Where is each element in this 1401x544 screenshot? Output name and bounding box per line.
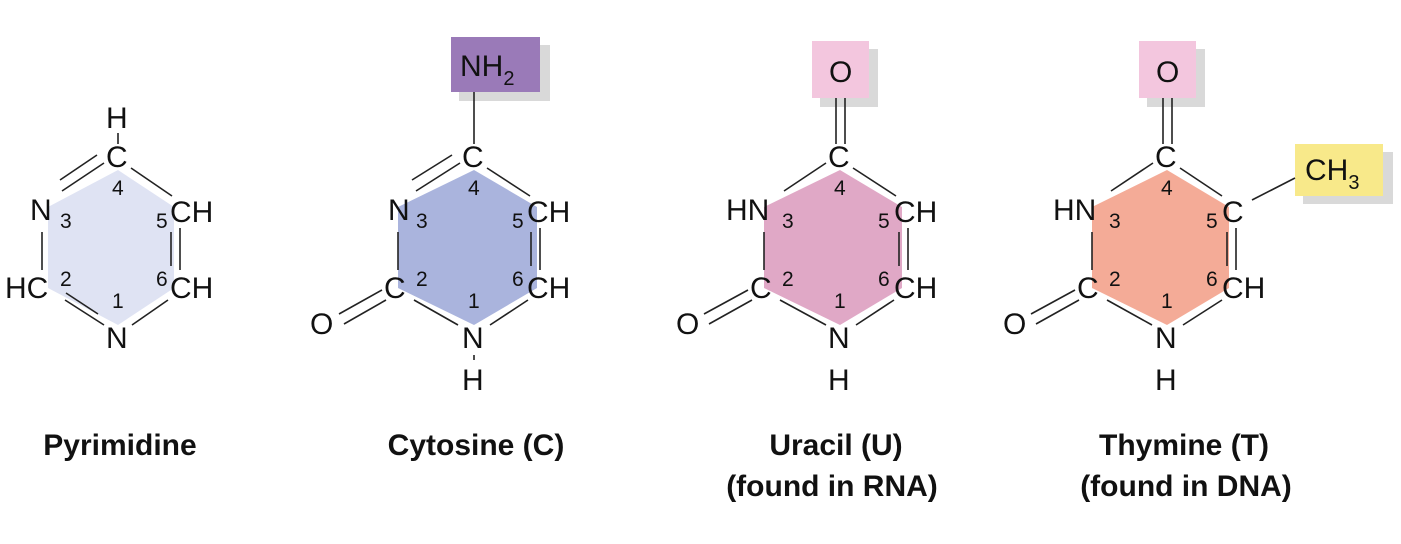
thymine-num-1: 1 xyxy=(1161,290,1173,313)
thymine-ring-fill xyxy=(1092,170,1229,325)
molecule-uracil: O C 4 HN 3 5 CH C 2 6 CH 1 N H O Uracil … xyxy=(676,41,938,503)
uracil-num-1: 1 xyxy=(834,290,846,313)
cytosine-atom-3: N xyxy=(388,194,410,227)
pyrimidine-num-5: 5 xyxy=(156,210,168,233)
pyrimidine-ring-fill xyxy=(48,170,174,325)
cytosine-num-4: 4 xyxy=(468,177,480,200)
uracil-top-oxygen: O xyxy=(829,56,852,89)
uracil-num-2: 2 xyxy=(782,268,794,291)
uracil-caption-line1: Uracil (U) xyxy=(769,429,902,462)
cytosine-atom-1: N xyxy=(462,322,484,355)
pyrimidine-atom-4: C xyxy=(106,141,128,174)
uracil-atom-6: CH xyxy=(894,272,937,305)
thymine-num-3: 3 xyxy=(1109,210,1121,233)
thymine-atom-3: HN xyxy=(1053,194,1096,227)
pyrimidine-atom-6: CH xyxy=(170,272,213,305)
thymine-atom-6: CH xyxy=(1222,272,1265,305)
cytosine-oxygen: O xyxy=(310,308,333,341)
pyrimidine-atom-1: N xyxy=(106,322,128,355)
cytosine-caption: Cytosine (C) xyxy=(388,429,565,462)
uracil-caption-line2: (found in RNA) xyxy=(726,470,938,503)
cytosine-num-6: 6 xyxy=(512,268,524,291)
pyrimidine-caption: Pyrimidine xyxy=(43,429,196,462)
uracil-num-5: 5 xyxy=(878,210,890,233)
uracil-oxygen: O xyxy=(676,308,699,341)
uracil-atom-4: C xyxy=(828,141,850,174)
cytosine-atom-6: CH xyxy=(527,272,570,305)
pyrimidine-num-1: 1 xyxy=(112,290,124,313)
uracil-atom-3: HN xyxy=(726,194,769,227)
uracil-ring-fill xyxy=(764,170,902,325)
pyrimidine-atom-3: N xyxy=(30,194,52,227)
thymine-methyl-box xyxy=(1295,144,1383,196)
cytosine-atom-4: C xyxy=(462,141,484,174)
pyrimidine-num-6: 6 xyxy=(156,268,168,291)
cytosine-atom-2: C xyxy=(384,272,406,305)
cytosine-amino-label: NH2 xyxy=(460,50,514,90)
cytosine-num-5: 5 xyxy=(512,210,524,233)
pyrimidine-atom-5: CH xyxy=(170,196,213,229)
uracil-atom-2: C xyxy=(750,272,772,305)
cytosine-amino-group-box xyxy=(451,37,540,92)
thymine-num-6: 6 xyxy=(1206,268,1218,291)
uracil-num-3: 3 xyxy=(782,210,794,233)
molecule-thymine: O CH3 C 4 HN 3 5 C C 2 6 CH 1 N H O Thym… xyxy=(1003,41,1393,503)
thymine-caption-line2: (found in DNA) xyxy=(1080,470,1292,503)
thymine-atom-2: C xyxy=(1077,272,1099,305)
thymine-bottom-h: H xyxy=(1155,364,1177,397)
cytosine-atom-5: CH xyxy=(527,196,570,229)
uracil-num-4: 4 xyxy=(834,177,846,200)
thymine-oxygen: O xyxy=(1003,308,1026,341)
thymine-num-2: 2 xyxy=(1109,268,1121,291)
pyrimidine-num-2: 2 xyxy=(60,268,72,291)
cytosine-num-1: 1 xyxy=(468,290,480,313)
pyrimidine-atom-2: HC xyxy=(5,272,48,305)
cytosine-bottom-h: H xyxy=(462,364,484,397)
thymine-num-4: 4 xyxy=(1161,177,1173,200)
pyrimidine-top-h: H xyxy=(106,102,128,135)
molecule-pyrimidine: H C 4 N 3 5 CH HC 2 6 CH 1 N Pyrimidine xyxy=(5,102,213,462)
thymine-caption-line1: Thymine (T) xyxy=(1099,429,1269,462)
uracil-oxygen-box xyxy=(812,41,869,98)
thymine-atom-4: C xyxy=(1155,141,1177,174)
thymine-atom-1: N xyxy=(1155,322,1177,355)
uracil-num-6: 6 xyxy=(878,268,890,291)
thymine-methyl-label: CH3 xyxy=(1305,154,1359,194)
cytosine-ring-fill xyxy=(398,170,537,325)
thymine-top-oxygen: O xyxy=(1156,56,1179,89)
thymine-num-5: 5 xyxy=(1206,210,1218,233)
uracil-atom-1: N xyxy=(828,322,850,355)
cytosine-num-3: 3 xyxy=(416,210,428,233)
thymine-atom-5: C xyxy=(1222,196,1244,229)
uracil-bottom-h: H xyxy=(828,364,850,397)
thymine-oxygen-box xyxy=(1139,41,1196,98)
cytosine-num-2: 2 xyxy=(416,268,428,291)
molecule-cytosine: NH2 C 4 N 3 5 CH C 2 6 CH 1 N H O Cytosi… xyxy=(310,37,570,462)
pyrimidine-num-4: 4 xyxy=(112,177,124,200)
uracil-atom-5: CH xyxy=(894,196,937,229)
pyrimidine-num-3: 3 xyxy=(60,210,72,233)
